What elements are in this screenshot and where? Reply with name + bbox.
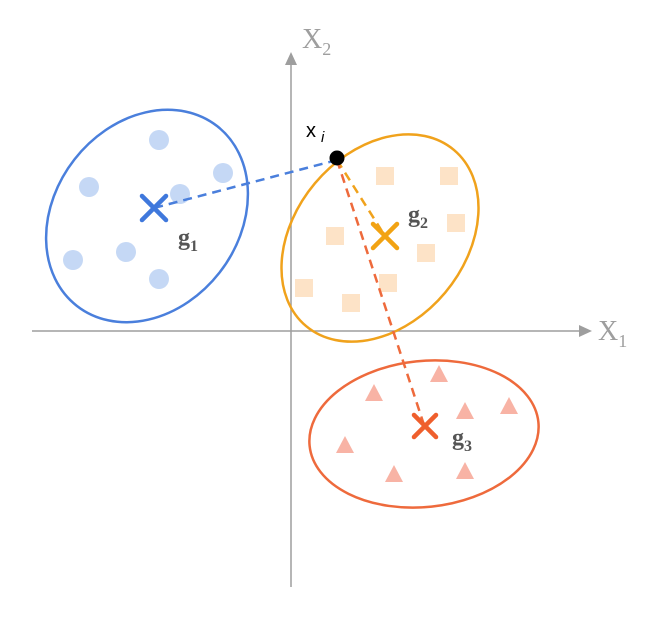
distance-line-g1 (153, 158, 338, 210)
cluster-g3 (308, 359, 540, 509)
cluster-g2-boundary (280, 133, 480, 343)
centroid-g3-mark (411, 412, 439, 440)
distance-lines (153, 158, 426, 426)
y-axis-arrow (285, 52, 297, 65)
cluster-g3-marker (365, 384, 383, 401)
centroid-g3-label: g3 (452, 425, 472, 455)
centroid-g2-label: g2 (408, 202, 428, 232)
x-axis-label: X1 (598, 316, 627, 351)
cluster-g1-marker (116, 242, 136, 262)
cluster-g3-marker (500, 397, 518, 414)
centroid-g2: g2 (370, 202, 428, 251)
cluster-g3-marker (336, 436, 354, 453)
centroid-g2-mark (370, 221, 400, 251)
point-xi-dot (329, 150, 345, 166)
cluster-g1 (44, 108, 250, 324)
cluster-g2-marker (417, 244, 435, 262)
cluster-g3-marker (456, 462, 474, 479)
cluster-g1-marker (63, 250, 83, 270)
cluster-g1-marker (79, 177, 99, 197)
cluster-g2-marker (440, 167, 458, 185)
y-axis-label: X2 (302, 24, 331, 59)
cluster-g3-marker (430, 365, 448, 382)
cluster-g3-marker (385, 465, 403, 482)
cluster-g1-marker (170, 184, 190, 204)
cluster-g2-marker (379, 274, 397, 292)
axes: X1 X2 (32, 24, 627, 587)
cluster-g3-marker (456, 402, 474, 419)
centroid-g1-label: g1 (178, 225, 198, 255)
cluster-g2-marker (376, 167, 394, 185)
cluster-g2 (280, 133, 480, 343)
cluster-g1-boundary (44, 108, 250, 324)
cluster-g2-marker (447, 214, 465, 232)
centroid-g3: g3 (411, 412, 472, 455)
cluster-g1-marker (149, 269, 169, 289)
cluster-g3-boundary (308, 359, 540, 509)
cluster-g1-marker (213, 163, 233, 183)
x-axis-arrow (579, 325, 592, 337)
centroid-g1: g1 (139, 193, 198, 255)
distance-line-g3 (335, 159, 426, 426)
cluster-g2-marker (326, 227, 344, 245)
cluster-g1-marker (149, 130, 169, 150)
cluster-g2-marker (295, 279, 313, 297)
centroid-g1-mark (139, 193, 169, 223)
cluster-g2-marker (342, 294, 360, 312)
